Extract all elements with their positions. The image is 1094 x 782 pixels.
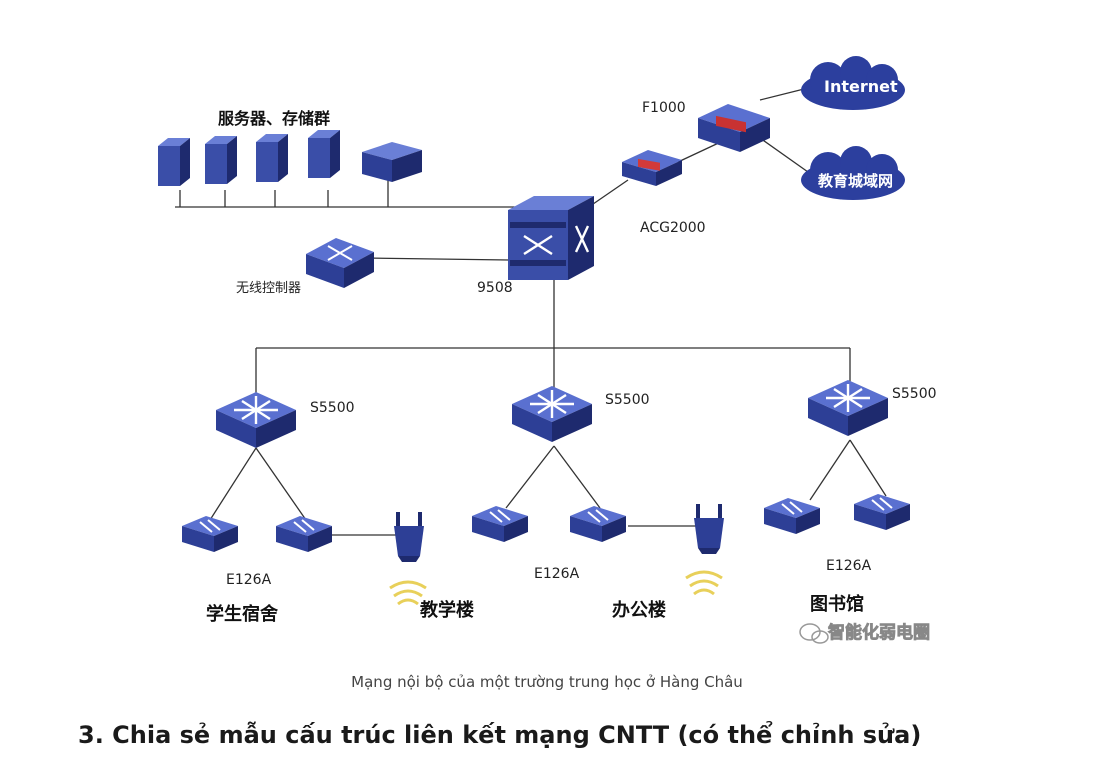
wireless-ap-icon <box>394 512 424 562</box>
distribution-switch-icon <box>214 390 298 450</box>
core-switch-icon <box>508 196 594 280</box>
wireless-controller-label: 无线控制器 <box>236 281 301 296</box>
building-label-office: 办公楼 <box>612 599 666 621</box>
wireless-controller-icon <box>306 238 374 288</box>
wechat-logo-icon <box>799 623 829 644</box>
distribution-switch-icon <box>806 378 890 438</box>
access-switch-icon <box>763 497 821 535</box>
wireless-ap-icon <box>694 504 724 554</box>
servers-label: 服务器、存储群 <box>218 109 330 128</box>
figure-caption: Mạng nội bộ của một trường trung học ở H… <box>351 673 743 691</box>
edu-network-label: 教育城域网 <box>817 172 893 190</box>
access-switch-label: E126A <box>826 558 872 574</box>
distribution-switch-label: S5500 <box>310 400 355 416</box>
access-switch-icon <box>275 515 333 553</box>
acg-label: ACG2000 <box>640 220 706 236</box>
building-label-teaching: 教学楼 <box>420 599 474 621</box>
wifi-signal-icon <box>684 570 724 596</box>
distribution-switch-label: S5500 <box>892 386 937 402</box>
building-label-library: 图书馆 <box>810 593 864 615</box>
connection-lines <box>175 87 887 536</box>
firewall-icon <box>698 104 770 152</box>
watermark: 智能化弱电圈 <box>828 622 930 643</box>
network-topology-diagram: 服务器、存储群 9508 无线控制器 ACG2000 <box>158 56 937 644</box>
access-switch-icon <box>853 493 911 531</box>
access-switch-icon <box>471 505 529 543</box>
acg-device-icon <box>622 150 682 186</box>
internet-label: Internet <box>824 77 898 96</box>
access-switch-label: E126A <box>226 572 272 588</box>
building-label-dormitory: 学生宿舍 <box>206 603 279 625</box>
firewall-label: F1000 <box>642 100 686 116</box>
core-switch-label: 9508 <box>477 280 513 296</box>
server-group <box>158 130 422 186</box>
access-switch-icon <box>181 515 239 553</box>
access-switch-icon <box>569 505 627 543</box>
access-switch-label: E126A <box>534 566 580 582</box>
distribution-switch-icon <box>510 384 594 444</box>
distribution-switch-label: S5500 <box>605 392 650 408</box>
section-heading: 3. Chia sẻ mẫu cấu trúc liên kết mạng CN… <box>78 721 922 749</box>
